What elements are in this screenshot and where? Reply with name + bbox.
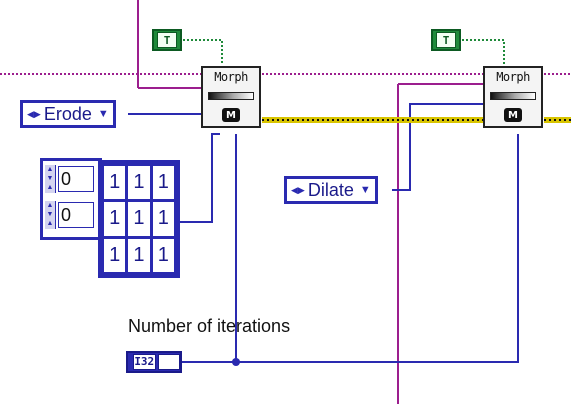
true-constant-label: T [436, 32, 456, 48]
output-arrow-icon: ▶ [157, 354, 180, 370]
true-constant-2[interactable]: T [431, 29, 461, 51]
bool-wire-left [183, 39, 223, 64]
wire-junction [232, 358, 240, 366]
dilate-enum-constant[interactable]: ◀▶ Dilate ▼ [284, 176, 378, 204]
increment-arrows-icon: ◀▶ [27, 108, 41, 119]
morph-mode-badge: M [222, 108, 240, 122]
erode-enum-value: Erode [43, 103, 92, 124]
dilate-wire [392, 103, 483, 191]
morph-icon-gradient [208, 92, 254, 100]
true-constant-1[interactable]: T [152, 29, 182, 51]
i32-type-label: I32 [133, 354, 156, 370]
chevron-down-icon[interactable]: ▼ [97, 108, 109, 120]
array-cell[interactable]: 1 [152, 202, 174, 236]
row-index[interactable]: ▲▼▲ 0 [45, 165, 94, 193]
array-cell[interactable]: 1 [104, 202, 126, 236]
col-index-value[interactable]: 0 [58, 202, 94, 228]
morph-title: Morph [214, 70, 248, 84]
spinner-icon[interactable]: ▲▼▲ [45, 201, 56, 229]
morph-node-1[interactable]: Morph M [201, 66, 261, 128]
bool-wire-right [462, 39, 505, 64]
array-cell[interactable]: 1 [104, 166, 126, 200]
array-index-display: ▲▼▲ 0 ▲▼▲ 0 [40, 158, 102, 240]
row-index-value[interactable]: 0 [58, 166, 94, 192]
kernel-array-constant[interactable]: ▲▼▲ 0 ▲▼▲ 0 1 1 1 1 1 1 1 1 1 [40, 158, 190, 278]
increment-arrows-icon: ◀▶ [291, 184, 305, 195]
iterations-control-terminal[interactable]: I32 ▶ [126, 351, 182, 373]
morph-title: Morph [496, 70, 530, 84]
array-cell[interactable]: 1 [128, 202, 150, 236]
iterations-wire-right [180, 134, 519, 363]
array-cell[interactable]: 1 [104, 238, 126, 272]
morph-icon-gradient [490, 92, 536, 100]
true-constant-label: T [157, 32, 177, 48]
array-grid: 1 1 1 1 1 1 1 1 1 [98, 160, 180, 278]
array-cell[interactable]: 1 [128, 238, 150, 272]
iterations-label: Number of iterations [128, 316, 291, 336]
array-cell[interactable]: 1 [152, 166, 174, 200]
chevron-down-icon[interactable]: ▼ [359, 184, 371, 196]
morph-mode-badge: M [504, 108, 522, 122]
morph-node-2[interactable]: Morph M [483, 66, 543, 128]
array-cell[interactable]: 1 [152, 238, 174, 272]
array-cell[interactable]: 1 [128, 166, 150, 200]
spinner-icon[interactable]: ▲▼▲ [45, 165, 56, 193]
dilate-enum-value: Dilate [307, 179, 354, 200]
erode-enum-constant[interactable]: ◀▶ Erode ▼ [20, 100, 116, 128]
col-index[interactable]: ▲▼▲ 0 [45, 201, 94, 229]
